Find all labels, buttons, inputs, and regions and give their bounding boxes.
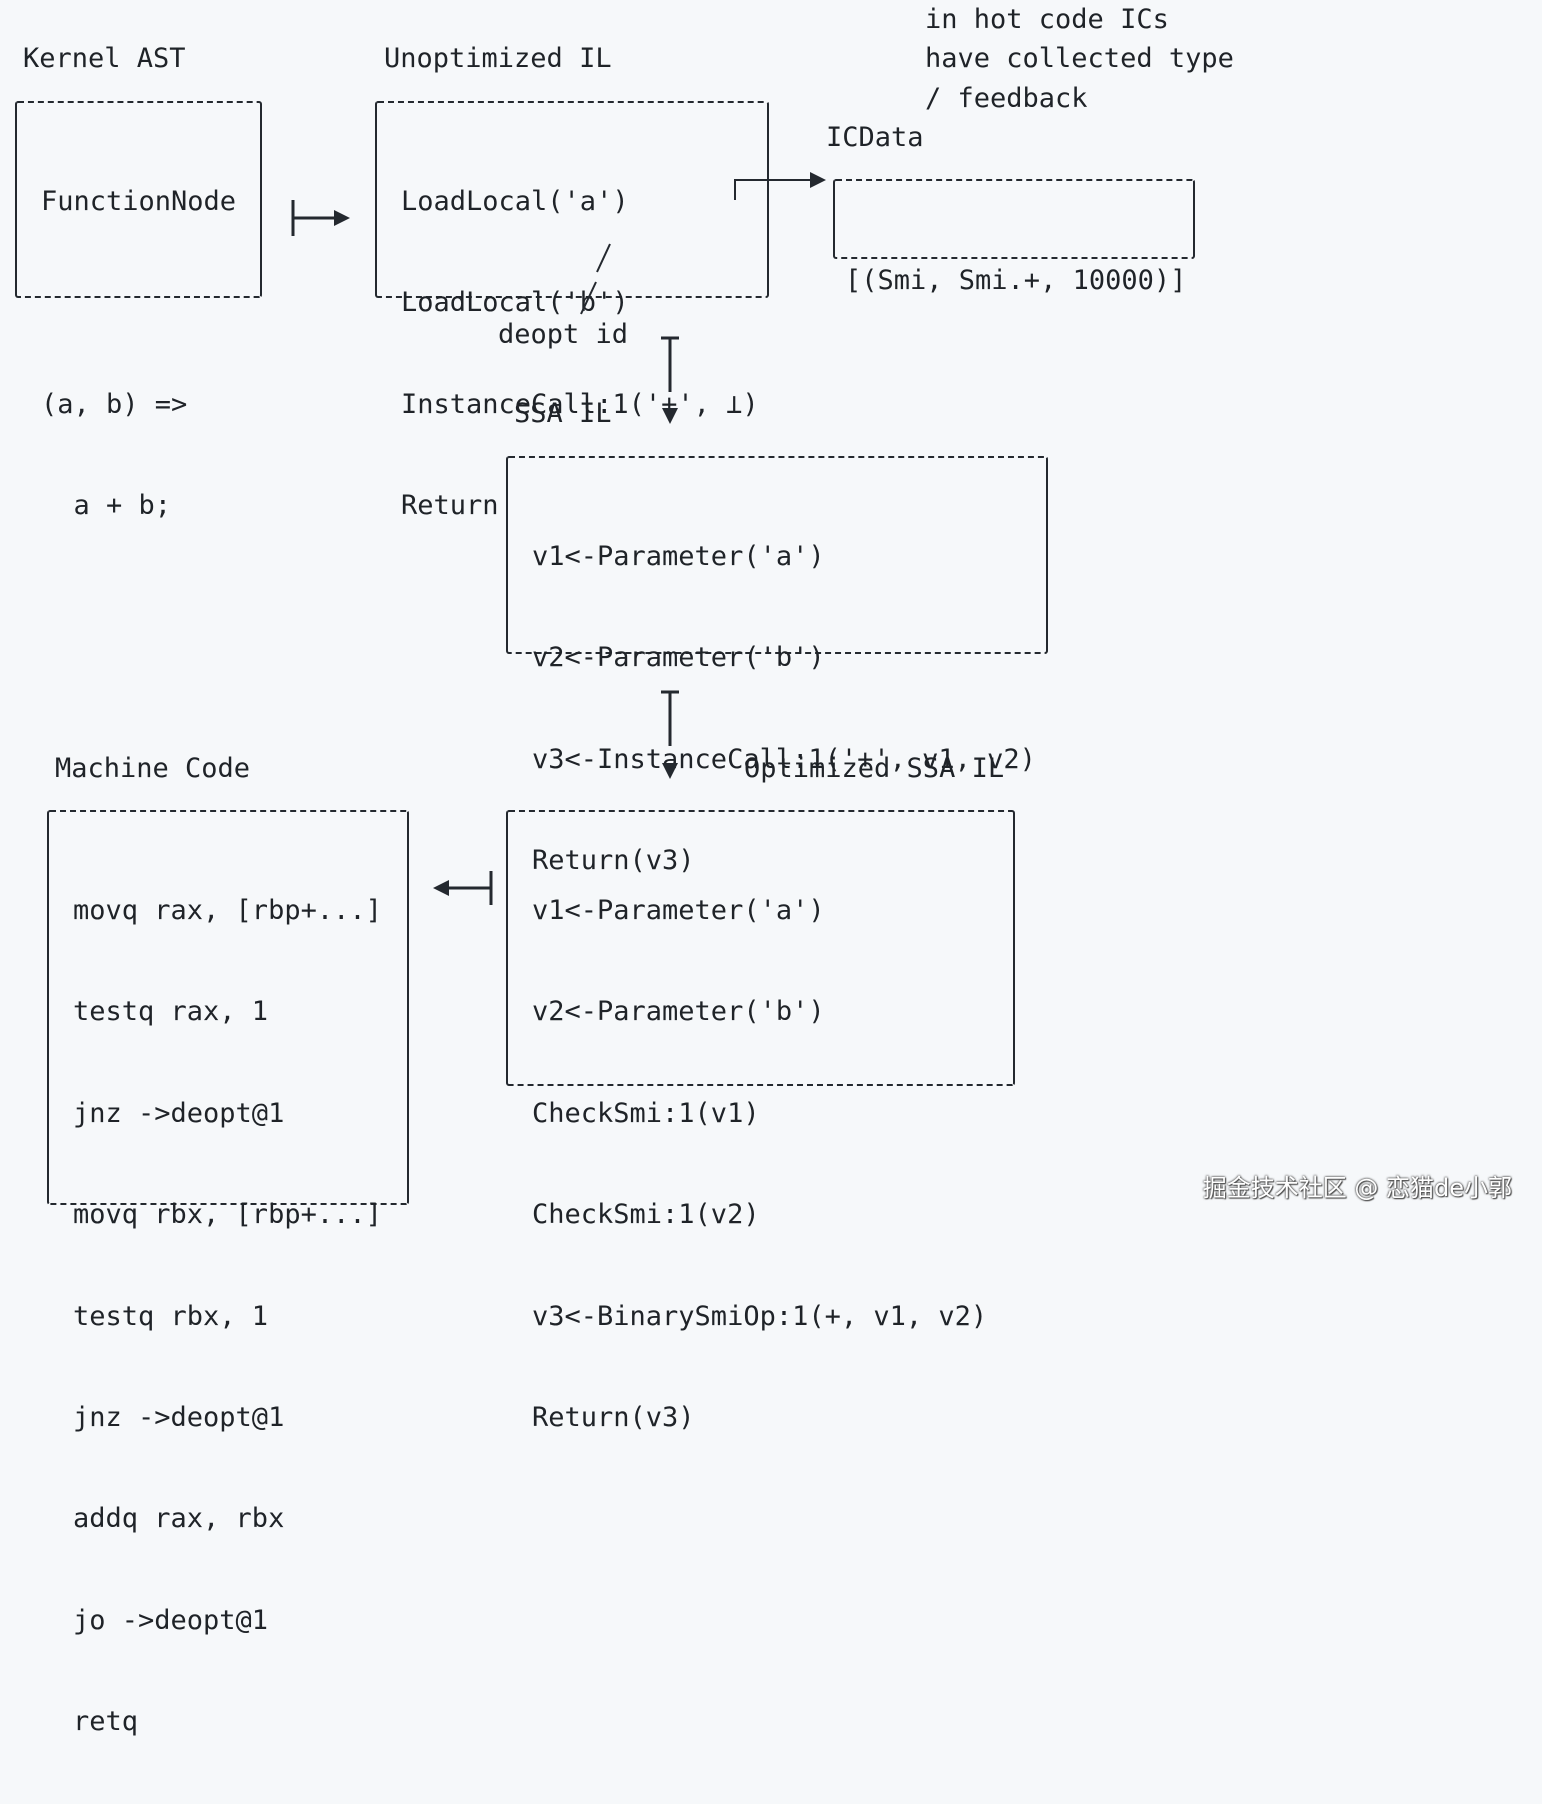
function-node-line: (a, b) => xyxy=(41,388,188,420)
unoptimized-il-box: LoadLocal('a') LoadLocal('b') InstanceCa… xyxy=(375,101,769,521)
label-unoptimized-il: Unoptimized IL xyxy=(384,43,612,74)
label-deopt-id: deopt id xyxy=(498,319,629,350)
optimized-ssa-il-line: CheckSmi:1(v1) xyxy=(532,1097,760,1129)
icdata-box: [(Smi, Smi.+, 10000)] xyxy=(833,179,1195,296)
machine-code-line: retq xyxy=(73,1706,139,1738)
arrow-ast-to-il xyxy=(291,200,350,236)
ssa-il-line: v1<-Parameter('a') xyxy=(532,541,825,572)
watermark: 掘金技术社区 @ 恋猫de小郭 xyxy=(1202,1174,1512,1202)
machine-code-line: jnz ->deopt@1 xyxy=(73,1401,285,1433)
arrow-ssa-to-optimized xyxy=(661,690,679,779)
label-hot-note-1: in hot code ICs xyxy=(925,4,1169,35)
unoptimized-il-line: InstanceCall:1('+', ⊥) xyxy=(401,388,759,420)
deopt-id-connector xyxy=(580,243,611,315)
label-hot-note-3: / feedback xyxy=(925,83,1088,114)
ssa-il-line: v2<-Parameter('b') xyxy=(532,642,825,674)
machine-code-line: testq rbx, 1 xyxy=(73,1300,269,1332)
machine-code-line: jo ->deopt@1 xyxy=(73,1604,269,1636)
machine-code-line: movq rbx, [rbp+...] xyxy=(73,1199,382,1231)
unoptimized-il-line: Return xyxy=(401,490,499,522)
label-hot-note-2: have collected type xyxy=(925,43,1234,74)
arrow-il-to-ssa xyxy=(661,336,679,424)
optimized-ssa-il-line: CheckSmi:1(v2) xyxy=(532,1199,760,1231)
icdata-line: [(Smi, Smi.+, 10000)] xyxy=(845,265,1187,296)
function-node-box: FunctionNode (a, b) => a + b; xyxy=(15,101,262,521)
unoptimized-il-line: LoadLocal('a') xyxy=(401,186,629,217)
optimized-ssa-il-line: Return(v3) xyxy=(532,1401,695,1433)
ssa-il-box: v1<-Parameter('a') v2<-Parameter('b') v3… xyxy=(506,456,1048,876)
arrow-optimized-to-machine xyxy=(433,871,493,905)
optimized-ssa-il-line: v1<-Parameter('a') xyxy=(532,895,825,926)
machine-code-line: addq rax, rbx xyxy=(73,1503,285,1535)
arrows-layer xyxy=(291,172,826,905)
function-node-line: FunctionNode xyxy=(41,186,237,217)
machine-code-line: movq rax, [rbp+...] xyxy=(73,895,382,926)
label-optimized-ssa-il: Optimized SSA IL xyxy=(744,753,1005,784)
machine-code-line: testq rax, 1 xyxy=(73,996,269,1028)
label-kernel-ast: Kernel AST xyxy=(23,43,186,74)
label-icdata: ICData xyxy=(826,122,924,153)
ssa-il-line: Return(v3) xyxy=(532,845,695,877)
function-node-line: a + b; xyxy=(41,490,172,522)
label-ssa-il: SSA IL xyxy=(514,398,612,429)
optimized-ssa-il-line: v3<-BinarySmiOp:1(+, v1, v2) xyxy=(532,1300,988,1332)
label-machine-code: Machine Code xyxy=(55,753,251,784)
machine-code-line: jnz ->deopt@1 xyxy=(73,1097,285,1129)
arrow-il-to-icdata xyxy=(734,172,826,200)
ssa-il-line: v3<-InstanceCall:1('+', v1, v2) xyxy=(532,743,1036,775)
optimized-ssa-il-line: v2<-Parameter('b') xyxy=(532,996,825,1028)
